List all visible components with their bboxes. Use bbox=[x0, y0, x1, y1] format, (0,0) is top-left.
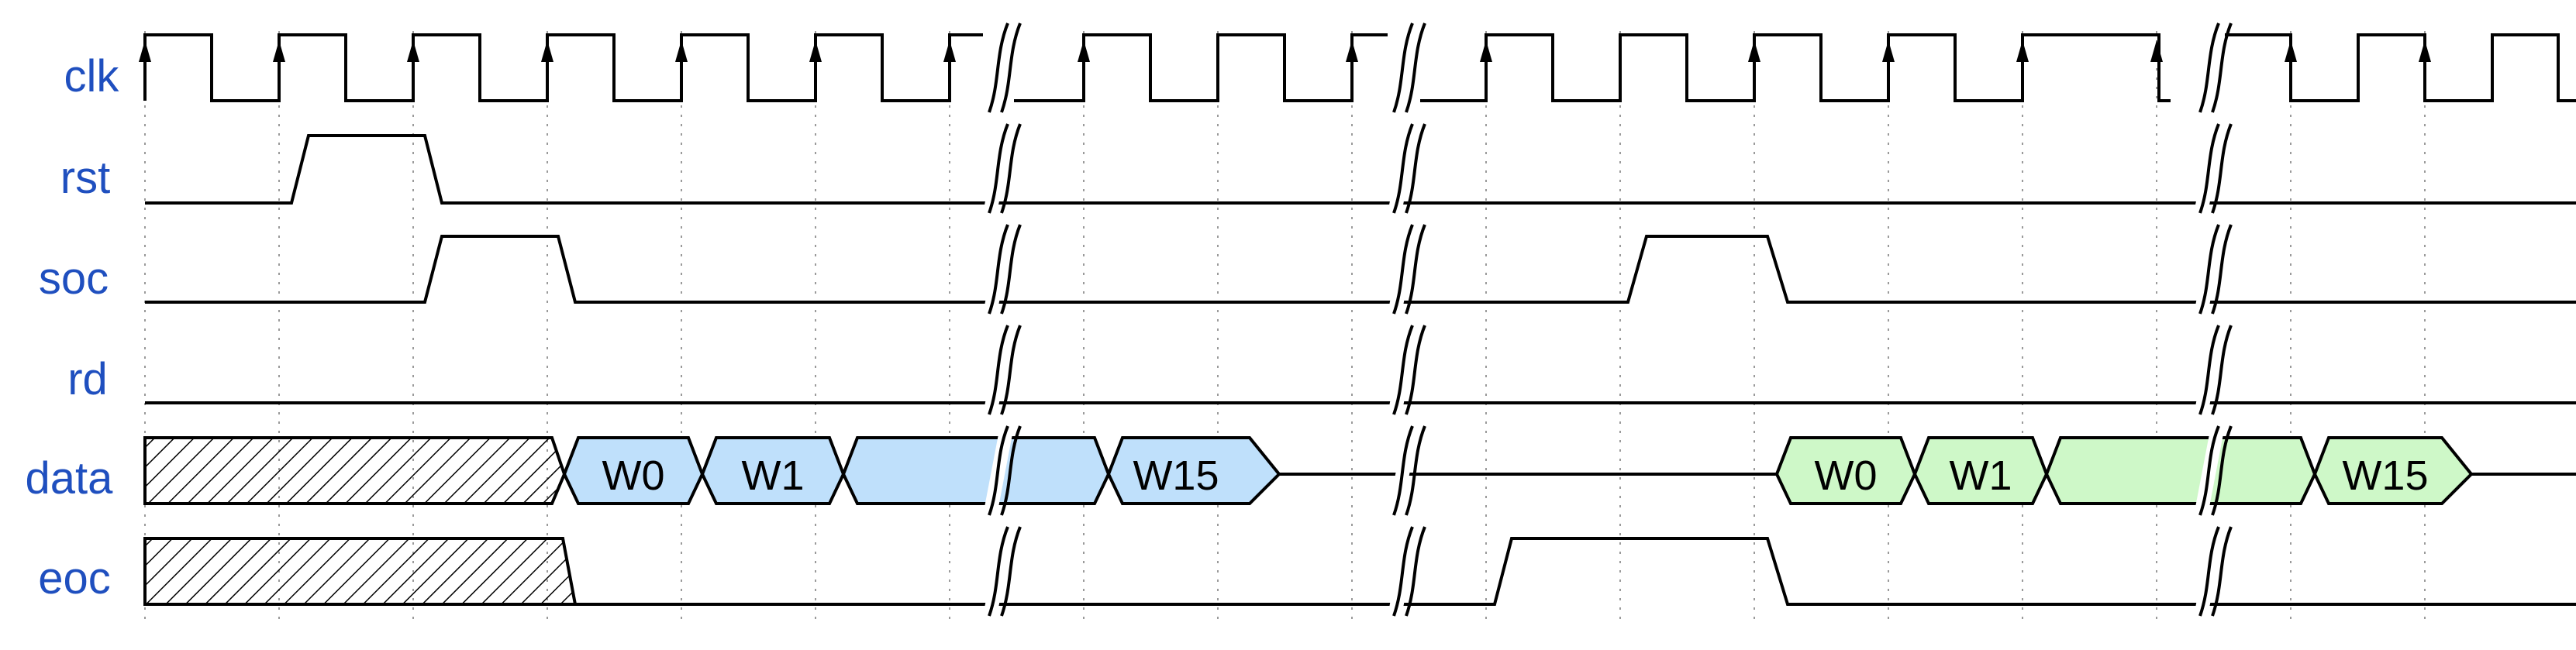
data-burst-2: W0 W1 W15 bbox=[1774, 436, 2474, 505]
burst-1-label-w0: W0 bbox=[602, 452, 665, 499]
data-unknown-hatch bbox=[143, 436, 567, 505]
time-break-2 bbox=[1388, 22, 1426, 617]
burst-1-label-w1: W1 bbox=[742, 452, 805, 499]
burst-2-word-mid bbox=[2044, 436, 2317, 505]
burst-2-label-w1: W1 bbox=[1950, 452, 2012, 499]
signal-label-soc: soc bbox=[39, 253, 109, 304]
signal-label-clk: clk bbox=[64, 51, 120, 101]
signal-label-data: data bbox=[26, 453, 114, 504]
rst-waveform bbox=[145, 134, 2576, 205]
signal-label-rd: rd bbox=[67, 354, 108, 404]
signal-label-eoc: eoc bbox=[38, 553, 111, 604]
clk-waveform bbox=[143, 33, 2576, 102]
soc-waveform bbox=[145, 235, 2576, 304]
burst-2-label-w15: W15 bbox=[2342, 452, 2428, 499]
data-burst-1: W0 W1 W15 bbox=[562, 436, 1281, 505]
data-bus: W0 W1 W15 W0 W1 W15 bbox=[143, 436, 2576, 505]
clk-edge-arrows bbox=[139, 40, 2431, 62]
burst-2-label-w0: W0 bbox=[1815, 452, 1878, 499]
eoc-unknown-hatch bbox=[143, 537, 578, 606]
burst-1-label-w15: W15 bbox=[1133, 452, 1219, 499]
time-break-3 bbox=[2194, 22, 2233, 617]
burst-1-word-mid bbox=[841, 436, 1111, 505]
signal-label-rst: rst bbox=[60, 153, 110, 203]
eoc-waveform bbox=[143, 537, 2576, 606]
clock-grid bbox=[144, 31, 2426, 620]
time-break-1 bbox=[983, 22, 1022, 617]
